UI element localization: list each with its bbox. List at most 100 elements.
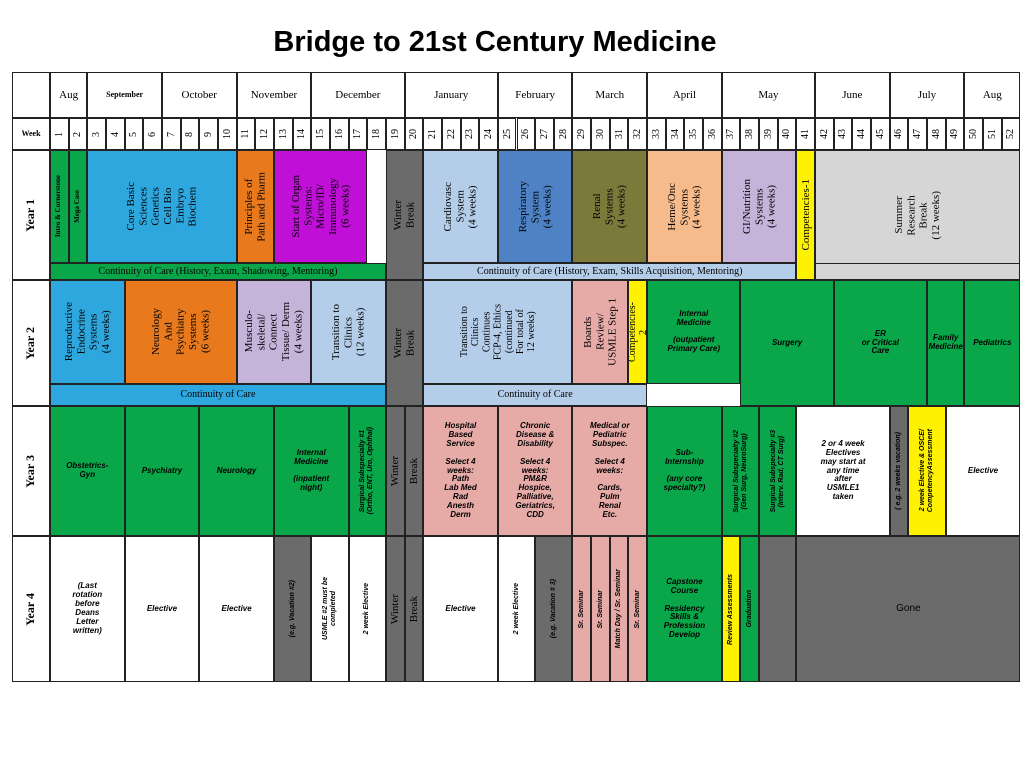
- schedule-block-label: Reproductive Endocrine Systems (4 weeks): [62, 302, 112, 362]
- schedule-block-label: Continuity of Care (History, Exam, Shado…: [98, 265, 338, 277]
- schedule-block: Continuity of Care (History, Exam, Shado…: [50, 263, 386, 280]
- year-label: Year 4: [12, 536, 50, 682]
- week-number: 1: [50, 118, 69, 150]
- month-header: November: [236, 72, 312, 118]
- schedule-block-label: Capstone Course Residency Skills & Profe…: [663, 576, 706, 640]
- month-header: October: [161, 72, 237, 118]
- schedule-block-label: 2 week Elective: [363, 583, 371, 635]
- month-label: Aug: [59, 88, 79, 101]
- month-label: February: [515, 88, 555, 101]
- schedule-block: GI/Nutrition Systems (4 weeks): [721, 150, 797, 263]
- week-number: 25: [497, 118, 517, 150]
- month-label: March: [595, 88, 625, 101]
- schedule-block-label: Respiratory System (4 weeks): [516, 180, 554, 233]
- month-header: March: [572, 72, 648, 118]
- schedule-block: Winter: [385, 536, 405, 682]
- schedule-block-label: Pediatrics: [973, 337, 1012, 347]
- schedule-block-label: Medical or Pediatric Subspec. Select 4 w…: [589, 420, 630, 520]
- schedule-block-label: Transition to Clinics Continues FCP-4, E…: [458, 303, 537, 361]
- week-number: 12: [255, 118, 274, 150]
- schedule-block-label: Core Basic Sciences Genetics Cell Bio Em…: [125, 182, 199, 231]
- week-number: 43: [833, 118, 853, 150]
- schedule-block: (e.g. Vacation # 3): [535, 536, 573, 682]
- schedule-block-label: Hospital Based Service Select 4 weeks: P…: [444, 420, 477, 520]
- schedule-block: Musculo- skeletal/ Connect Tissue/ Derm …: [236, 280, 312, 384]
- month-label: September: [106, 89, 144, 99]
- schedule-block-label: Surgery: [771, 337, 803, 347]
- schedule-block: Transition to Clinics Continues FCP-4, E…: [423, 280, 573, 384]
- schedule-block: Heme/Onc Systems (4 weeks): [647, 150, 722, 263]
- schedule-block: (Last rotation before Deans Letter writt…: [50, 536, 125, 682]
- schedule-block-label: Principles of Path and Pharm: [242, 171, 268, 242]
- week-number: 46: [889, 118, 909, 150]
- week-number: 24: [479, 118, 498, 150]
- schedule-block-label: Mega Case: [73, 190, 82, 223]
- schedule-block: Internal Medicine (inpatient night): [273, 406, 349, 536]
- schedule-block: Family Medicine: [927, 280, 965, 406]
- week-number: 10: [217, 118, 237, 150]
- schedule-block: Renal Systems (4 weeks): [572, 150, 648, 263]
- schedule-block: Core Basic Sciences Genetics Cell Bio Em…: [87, 150, 237, 263]
- schedule-block: Winter Break: [385, 280, 424, 406]
- schedule-block: [759, 536, 797, 682]
- schedule-block: Sr. Seminar: [628, 536, 648, 682]
- schedule-block-label: Continuity of Care: [180, 389, 256, 401]
- month-label: Aug: [982, 88, 1002, 101]
- schedule-block: (e.g. Vacation #2): [273, 536, 312, 682]
- schedule-block-label: Neurology: [216, 465, 257, 475]
- week-number: 51: [983, 118, 1002, 150]
- schedule-block: Obstetrics- Gyn: [50, 406, 125, 536]
- week-number: 40: [777, 118, 797, 150]
- week-number: 21: [423, 118, 442, 150]
- week-number: 5: [124, 118, 144, 150]
- schedule-block: Pediatrics: [964, 280, 1021, 406]
- schedule-block: Gone: [796, 536, 1021, 682]
- week-number: 38: [740, 118, 760, 150]
- week-number: 30: [591, 118, 610, 150]
- week-number: 17: [348, 118, 368, 150]
- week-number: 29: [572, 118, 592, 150]
- week-number: 48: [927, 118, 946, 150]
- month-header: September: [87, 72, 162, 118]
- schedule-block-label: Internal Medicine (outpatient Primary Ca…: [667, 308, 720, 354]
- schedule-block: Boards Review/ USMLE Step 1: [572, 280, 629, 384]
- schedule-block: Continuity of Care: [50, 384, 386, 406]
- schedule-block: 2 week Elective: [497, 536, 536, 682]
- week-number: 31: [609, 118, 629, 150]
- schedule-block: ( e.g. 2 weeks vacation): [889, 406, 909, 536]
- schedule-block: Elective: [423, 536, 498, 682]
- schedule-block-label: Cardiovasc System (4 weeks): [442, 181, 479, 232]
- year-label: Year 1: [12, 150, 50, 280]
- schedule-block-label: Continuity of Care (History, Exam, Skill…: [477, 265, 743, 277]
- schedule-block: Respiratory System (4 weeks): [497, 150, 573, 263]
- week-label: Week: [12, 118, 50, 150]
- week-number: 47: [908, 118, 928, 150]
- schedule-block-label: Winter Break: [392, 327, 417, 359]
- schedule-block-label: Sr. Seminar: [633, 589, 641, 629]
- schedule-block-label: Psychiatry: [141, 465, 183, 475]
- schedule-block-label: Summer Research Break (12 weeks): [893, 190, 942, 240]
- week-number: 11: [236, 118, 256, 150]
- schedule-block: Chronic Disease & Disability Select 4 we…: [497, 406, 573, 536]
- month-label: January: [434, 88, 469, 101]
- schedule-block-label: Elective: [967, 465, 999, 475]
- schedule-block: [815, 263, 1021, 280]
- week-number: 39: [759, 118, 778, 150]
- schedule-block: Break: [404, 406, 424, 536]
- week-number: 23: [460, 118, 480, 150]
- schedule-block: Competencies-1: [796, 150, 816, 280]
- month-label: November: [250, 88, 298, 101]
- week-number: 2: [68, 118, 88, 150]
- schedule-block: Reproductive Endocrine Systems (4 weeks): [50, 280, 125, 384]
- month-label: April: [672, 88, 697, 101]
- schedule-block-label: Musculo- skeletal/ Connect Tissue/ Derm …: [243, 302, 305, 362]
- schedule-block: Neurology And Psychiatry Systems (6 week…: [124, 280, 237, 384]
- week-number: 49: [945, 118, 965, 150]
- week-number: 14: [292, 118, 312, 150]
- schedule-block: Cardiovasc System (4 weeks): [423, 150, 498, 263]
- week-number: 7: [161, 118, 181, 150]
- week-number: 41: [796, 118, 816, 150]
- schedule-block-label: Obstetrics- Gyn: [66, 461, 109, 479]
- page-title: Bridge to 21st Century Medicine: [273, 26, 717, 58]
